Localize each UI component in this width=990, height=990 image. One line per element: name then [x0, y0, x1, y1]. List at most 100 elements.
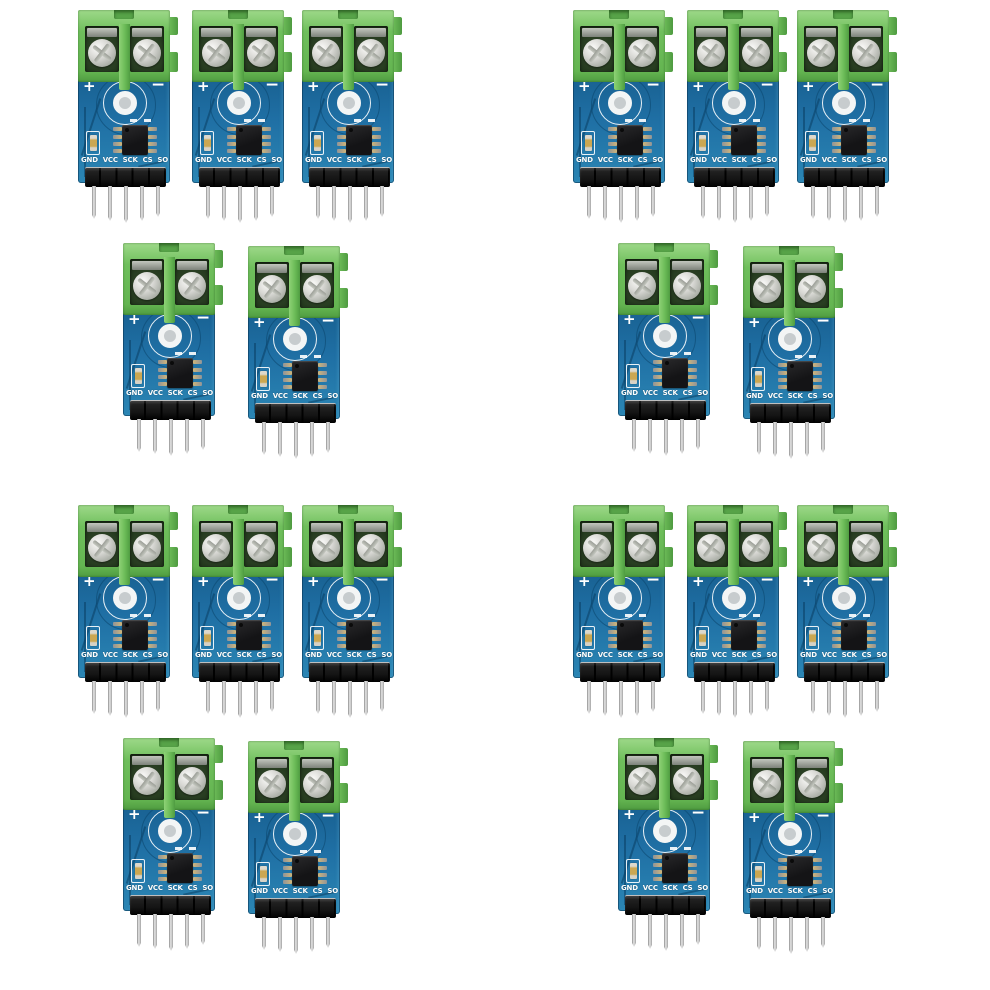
mounting-hole — [778, 327, 802, 351]
soic8-chip — [608, 620, 652, 650]
pin-labels-row: GND VCC SCK CS SO — [690, 651, 777, 659]
terminal-clamp — [87, 28, 117, 37]
pin-label-vcc: VCC — [216, 651, 232, 659]
chip-pad — [372, 629, 381, 634]
terminal-clamp — [741, 28, 771, 37]
pin-labels-row: GND VCC SCK CS SO — [126, 884, 213, 892]
terminal-screw-right — [798, 275, 826, 303]
header-pin-vcc — [222, 681, 226, 716]
terminal-screw-left — [133, 767, 161, 795]
header-pin-sck — [664, 914, 668, 951]
pin-labels-row: GND VCC SCK CS SO — [305, 651, 392, 659]
silkscreen-mark — [809, 850, 816, 853]
plus-polarity-mark: + — [128, 310, 141, 328]
smd-capacitor — [629, 863, 637, 879]
silkscreen-mark — [258, 119, 265, 122]
terminal-clamp — [741, 523, 771, 532]
header-pin-sck — [124, 186, 128, 223]
terminal-screw-right — [247, 39, 275, 67]
chip-pad — [158, 862, 167, 867]
screw-terminal-block — [743, 741, 843, 821]
terminal-port-right — [739, 521, 773, 567]
pin-label-cs: CS — [187, 389, 198, 397]
chip-pad — [867, 134, 876, 139]
chip-pad — [113, 149, 122, 153]
terminal-port-left — [199, 26, 233, 72]
pin-label-sck: SCK — [731, 156, 747, 164]
thermocouple-module: + − GND VCC SCK — [743, 741, 843, 954]
terminal-port-left — [255, 262, 289, 308]
pin-label-so: SO — [157, 651, 168, 659]
chip-pad — [722, 149, 731, 153]
plus-polarity-mark: + — [692, 572, 705, 590]
pin-label-sck: SCK — [346, 651, 362, 659]
terminal-side-tab — [779, 547, 787, 567]
chip-pad — [813, 873, 822, 877]
terminal-port-left — [750, 757, 784, 803]
header-pin-vcc — [717, 186, 721, 221]
chip-pad — [813, 858, 822, 862]
screw-terminal-block — [797, 10, 897, 90]
header-pin-vcc — [648, 914, 652, 949]
terminal-screw-right — [133, 39, 161, 67]
chip-pad — [283, 378, 292, 382]
pin-label-cs: CS — [807, 887, 818, 895]
chip-pad — [778, 858, 787, 862]
screw-terminal-block — [743, 246, 843, 326]
silkscreen-mark — [753, 119, 760, 122]
chip-pad — [337, 637, 346, 641]
terminal-screw-left — [133, 272, 161, 300]
thermocouple-module: + − GND VCC SCK — [797, 10, 897, 223]
screw-terminal-block — [123, 738, 223, 818]
terminal-screw-left — [312, 39, 340, 67]
chip-pad — [283, 873, 292, 877]
smd-capacitor — [698, 630, 706, 646]
pcb-board: + − GND VCC SCK — [797, 562, 889, 678]
chip-pad — [722, 644, 731, 648]
soic8-chip — [337, 620, 381, 650]
pin-label-gnd: GND — [305, 651, 322, 659]
pin-labels-row: GND VCC SCK CS SO — [621, 389, 708, 397]
chip-pad — [653, 382, 662, 386]
terminal-side-tab — [170, 17, 178, 35]
pin-label-so: SO — [327, 392, 338, 400]
soic8-chip — [722, 620, 766, 650]
plus-polarity-mark: + — [578, 572, 591, 590]
terminal-screw-left — [697, 534, 725, 562]
chip-pin1-dot — [125, 623, 129, 627]
header-pin-cs — [859, 681, 863, 716]
terminal-screw-left — [258, 275, 286, 303]
pin-label-sck: SCK — [346, 156, 362, 164]
chip-pad — [193, 870, 202, 874]
terminal-side-tab — [835, 288, 843, 308]
component-silkscreen-outline — [256, 862, 270, 886]
module-group-0: + − GND VCC SCK — [0, 0, 495, 495]
plus-polarity-mark: + — [83, 572, 96, 590]
chip-pad — [283, 858, 292, 862]
thermocouple-module: + − GND VCC SCK — [687, 10, 787, 223]
terminal-side-tab — [170, 512, 178, 530]
chip-pad — [148, 644, 157, 648]
terminal-clamp — [582, 523, 612, 532]
terminal-notch — [228, 505, 248, 514]
screw-terminal-block — [302, 10, 402, 90]
chip-pin1-dot — [295, 859, 299, 863]
terminal-side-tab — [394, 52, 402, 72]
terminal-clamp — [752, 759, 782, 768]
header-pin-cs — [805, 422, 809, 457]
terminal-center-divider — [784, 755, 795, 821]
chip-pad — [148, 127, 157, 131]
terminal-clamp — [627, 28, 657, 37]
chip-pad — [722, 127, 731, 131]
header-pin-vcc — [332, 186, 336, 221]
silkscreen-mark — [189, 352, 196, 355]
pin-header — [255, 403, 336, 423]
terminal-port-right — [625, 521, 659, 567]
terminal-port-right — [795, 757, 829, 803]
pin-header — [804, 167, 885, 187]
silkscreen-mark — [144, 119, 151, 122]
terminal-port-left — [130, 754, 164, 800]
plus-polarity-mark: + — [197, 77, 210, 95]
chip-pin1-dot — [790, 859, 794, 863]
chip-pad — [832, 629, 841, 634]
